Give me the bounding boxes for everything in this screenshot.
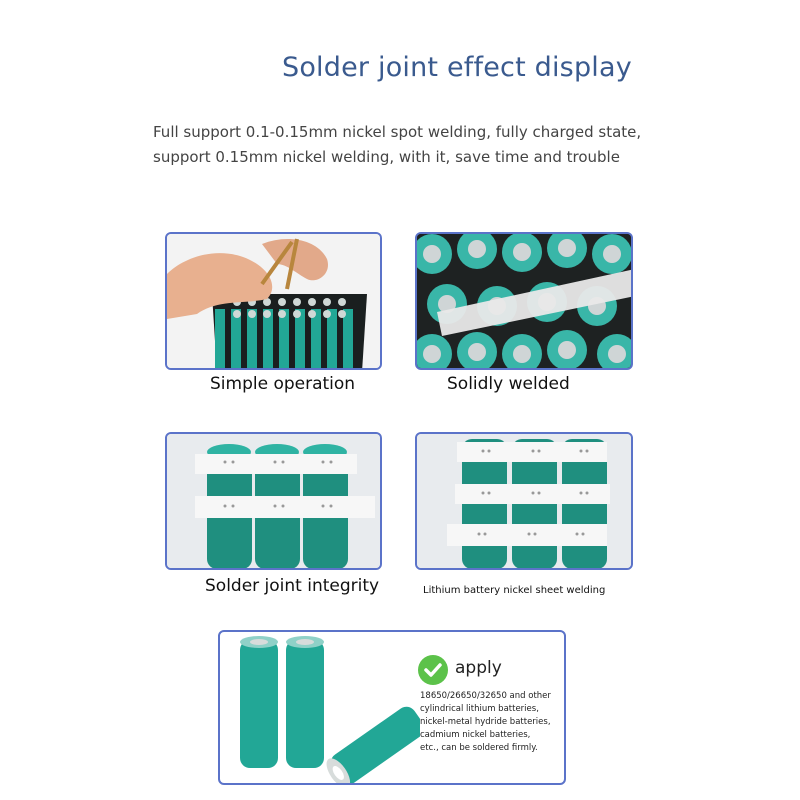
single-cells-illustration — [240, 636, 420, 783]
photo-solder-joint-integrity — [165, 432, 382, 570]
apply-line: cadmium nickel batteries, — [420, 730, 531, 740]
battery-cell-1 — [240, 636, 278, 768]
battery-pack-welding-illustration — [167, 234, 380, 368]
caption-simple-operation: Simple operation — [210, 374, 356, 394]
photo-solidly-welded — [415, 232, 633, 370]
caption-solidly-welded: Solidly welded — [447, 374, 570, 394]
battery-cell-2 — [286, 636, 324, 768]
battery-rows-three-strips — [417, 434, 631, 568]
apply-description: 18650/26650/32650 and other cylindrical … — [420, 690, 570, 755]
apply-title: apply — [455, 658, 502, 678]
photo-nickel-sheet-welding — [415, 432, 633, 570]
apply-line: 18650/26650/32650 and other — [420, 691, 551, 701]
battery-cell-3 — [326, 706, 420, 783]
battery-rows-with-strips — [167, 434, 380, 568]
subtitle-line-2: support 0.15mm nickel welding, with it, … — [153, 148, 620, 166]
subtitle-line-1: Full support 0.1-0.15mm nickel spot weld… — [153, 123, 642, 141]
apply-line: nickel-metal hydride batteries, — [420, 717, 551, 727]
apply-line: cylindrical lithium batteries, — [420, 704, 539, 714]
apply-line: etc., can be soldered firmly. — [420, 743, 538, 753]
photo-simple-operation — [165, 232, 382, 370]
caption-nickel-sheet-welding: Lithium battery nickel sheet welding — [423, 585, 606, 596]
check-icon — [418, 655, 448, 685]
welded-cells-closeup — [417, 234, 631, 368]
battery-pack — [212, 294, 367, 368]
page-subtitle: Full support 0.1-0.15mm nickel spot weld… — [153, 120, 673, 170]
caption-solder-joint-integrity: Solder joint integrity — [205, 576, 380, 596]
apply-panel — [218, 630, 566, 785]
page-title: Solder joint effect display — [282, 52, 632, 83]
